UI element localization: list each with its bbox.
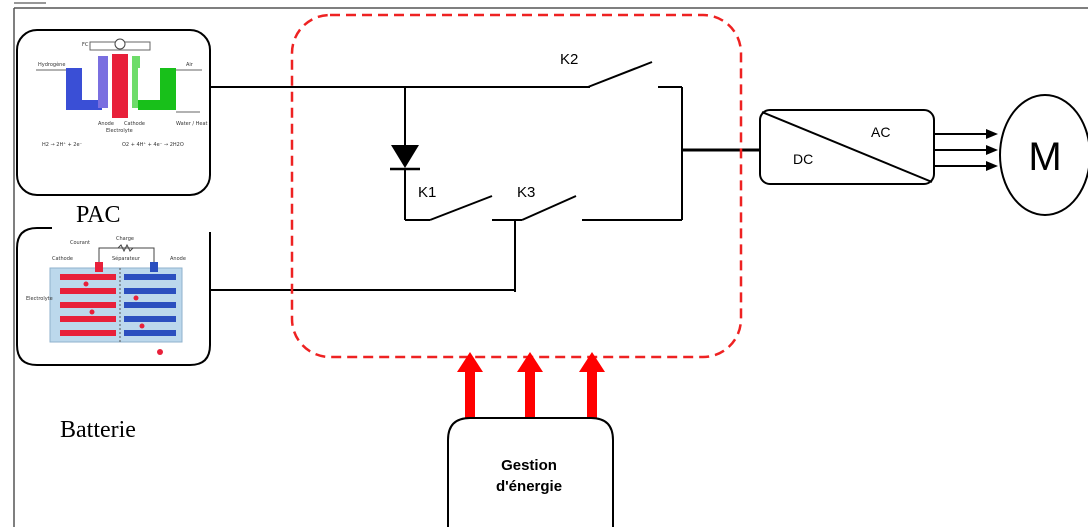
pac-fuel-cell-box: FC Hydrogène Air Anode Cathode Electroly… — [16, 29, 211, 196]
control-arrow-1 — [465, 372, 475, 418]
switch-k1-label: K1 — [418, 184, 436, 201]
battery-box: Courant Charge Cathode Séparateur Anode … — [16, 227, 211, 366]
fc-water-label: Water / Heat — [176, 121, 208, 127]
batterie-label: Batterie — [60, 417, 136, 443]
switching-unit-dashed-box — [290, 13, 743, 359]
fc-anode-label: Anode — [98, 121, 114, 127]
control-signal-arrows — [457, 352, 605, 418]
battery-cathode-label: Cathode — [52, 256, 73, 262]
fc-hydrogen-label: Hydrogène — [38, 61, 65, 68]
battery-electrolyte-label: Electrolyte — [26, 296, 53, 302]
inverter-dc-label: DC — [793, 151, 813, 167]
control-arrowhead-3-icon — [579, 352, 605, 372]
diode-icon — [390, 145, 420, 171]
energy-management-label-line1: Gestion — [501, 457, 557, 474]
three-phase-wires — [934, 133, 988, 167]
motor-label: M — [1028, 135, 1061, 179]
fc-cathode-label: Cathode — [124, 121, 145, 127]
fc-air-label: Air — [186, 62, 194, 68]
circuit-wiring — [210, 86, 683, 292]
battery-separator-label: Séparateur — [112, 255, 141, 262]
fuel-cell-schematic-icon: FC Hydrogène Air Anode Cathode Electroly… — [36, 38, 208, 148]
dc-ac-inverter-box — [759, 109, 935, 185]
control-arrowhead-1-icon — [457, 352, 483, 372]
battery-charge-label: Charge — [116, 236, 134, 242]
battery-current-label: Courant — [70, 240, 90, 246]
energy-management-box — [447, 417, 614, 527]
motor-circle — [999, 94, 1088, 216]
fc-electrolyte-label: Electrolyte — [106, 128, 133, 134]
switch-k2-label: K2 — [560, 51, 578, 68]
three-phase-arrowheads-icon — [986, 129, 998, 171]
switch-k3-blade — [521, 195, 577, 221]
fc-equation-anode: H2 → 2H⁺ + 2e⁻ — [42, 142, 83, 148]
fc-mini-label: FC — [82, 42, 89, 48]
fc-equation-cathode: O2 + 4H⁺ + 4e⁻ → 2H2O — [122, 142, 184, 148]
battery-anode-label: Anode — [170, 256, 186, 262]
pac-label: PAC — [76, 202, 120, 228]
battery-schematic-icon: Courant Charge Cathode Séparateur Anode … — [26, 236, 186, 355]
inverter-ac-label: AC — [871, 124, 890, 140]
control-arrow-2 — [525, 372, 535, 418]
energy-management-label-line2: d'énergie — [496, 478, 562, 495]
switch-k3-label: K3 — [517, 184, 535, 201]
control-arrow-3 — [587, 372, 597, 418]
control-arrowhead-2-icon — [517, 352, 543, 372]
switch-k2-blade — [587, 61, 653, 88]
switch-k1-blade — [429, 195, 493, 221]
